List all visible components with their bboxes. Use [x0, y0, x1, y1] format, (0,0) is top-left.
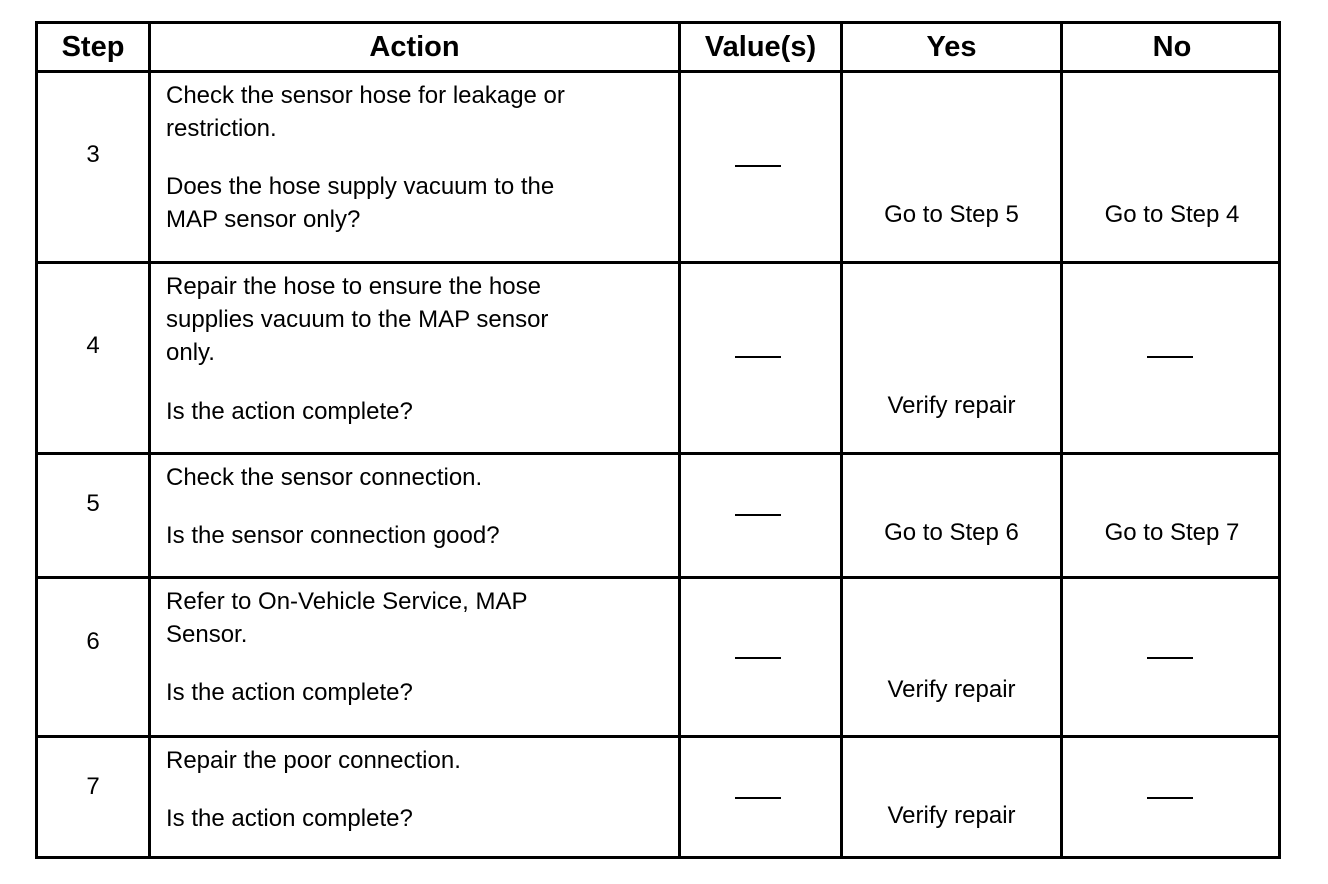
action-line: Repair the poor connection. [166, 747, 461, 774]
action-line: supplies vacuum to the MAP sensor [166, 306, 549, 333]
action-text: Repair the hose to ensure the hose suppli… [166, 270, 666, 369]
question-line: Is the action complete? [166, 398, 413, 425]
yes-result: Verify repair [887, 392, 1016, 419]
row-divider [38, 452, 1278, 455]
no-dash [1147, 657, 1193, 659]
yes-result: Go to Step 6 [884, 519, 1019, 546]
header-step: Step [61, 30, 125, 63]
step-number: 4 [86, 332, 100, 359]
column-divider [1060, 24, 1063, 856]
header-action: Action [369, 30, 460, 63]
values-dash [735, 514, 781, 516]
values-dash [735, 797, 781, 799]
values-dash [735, 356, 781, 358]
table-row: 4 Repair the hose to ensure the hose suppl… [38, 264, 1278, 452]
action-question: Is the action complete? [166, 676, 666, 709]
action-text: Check the sensor connection. [166, 461, 666, 494]
question-line: MAP sensor only? [166, 206, 361, 233]
action-text: Check the sensor hose for leakage or rest… [166, 79, 666, 145]
row-divider [38, 70, 1278, 73]
step-number: 5 [86, 490, 100, 517]
step-number: 6 [86, 628, 100, 655]
action-text: Refer to On-Vehicle Service, MAP Sensor. [166, 585, 666, 651]
yes-result: Go to Step 5 [884, 201, 1019, 228]
action-line: Check the sensor hose for leakage or [166, 82, 565, 109]
step-number: 3 [86, 141, 100, 168]
question-line: Does the hose supply vacuum to the [166, 173, 555, 200]
action-line: only. [166, 339, 215, 366]
row-divider [38, 735, 1278, 738]
action-question: Is the action complete? [166, 802, 666, 835]
no-dash [1147, 356, 1193, 358]
action-line: Check the sensor connection. [166, 464, 483, 491]
yes-result: Verify repair [887, 802, 1016, 829]
header-values: Value(s) [704, 30, 817, 63]
step-number: 7 [86, 773, 100, 800]
question-line: Is the action complete? [166, 679, 413, 706]
values-dash [735, 165, 781, 167]
no-dash [1147, 797, 1193, 799]
row-divider [38, 576, 1278, 579]
action-question: Is the sensor connection good? [166, 519, 666, 552]
values-dash [735, 657, 781, 659]
column-divider [678, 24, 681, 856]
action-question: Is the action complete? [166, 395, 666, 428]
table-row: 7 Repair the poor connection. Is the actio… [38, 738, 1278, 859]
no-result: Go to Step 4 [1104, 201, 1240, 228]
question-line: Is the sensor connection good? [166, 522, 500, 549]
action-line: Sensor. [166, 621, 248, 648]
header-no: No [1152, 30, 1192, 63]
action-line: Refer to On-Vehicle Service, MAP [166, 588, 528, 615]
header-yes: Yes [926, 30, 977, 63]
column-divider [148, 24, 151, 856]
table-row: 6 Refer to On-Vehicle Service, MAP Sensor.… [38, 579, 1278, 735]
action-line: Repair the hose to ensure the hose [166, 273, 541, 300]
yes-result: Verify repair [887, 676, 1016, 703]
row-divider [38, 261, 1278, 264]
action-text: Repair the poor connection. [166, 744, 666, 777]
column-divider [840, 24, 843, 856]
table-row: 5 Check the sensor connection. Is the sens… [38, 455, 1278, 576]
action-line: restriction. [166, 115, 277, 142]
question-line: Is the action complete? [166, 805, 413, 832]
no-result: Go to Step 7 [1104, 519, 1240, 546]
table-row: 3 Check the sensor hose for leakage or res… [38, 73, 1278, 261]
